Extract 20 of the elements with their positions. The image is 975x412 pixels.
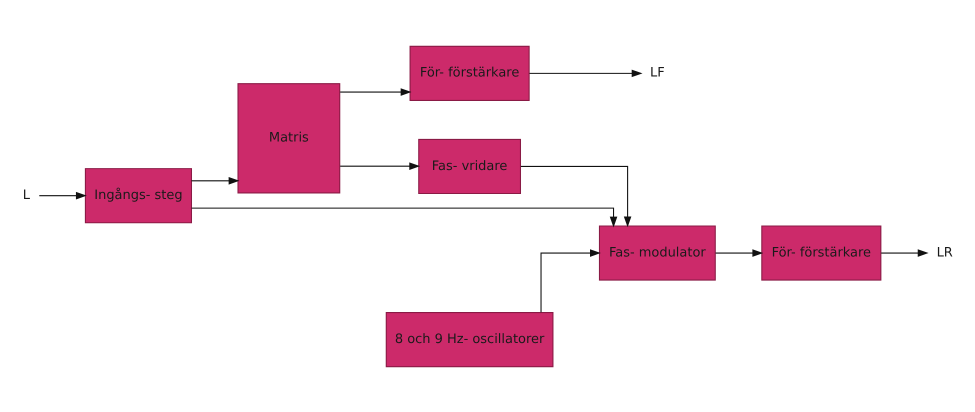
arrow [880,248,928,256]
node-box: Fas- vridare [418,138,520,194]
arrow [340,88,411,96]
node-box: För- förstärkare [760,224,881,280]
arrow [540,248,600,312]
arrow [520,165,631,227]
node-box: För- förstärkare [409,45,530,100]
arrow [529,69,642,77]
node-box: 8 och 9 Hz- oscillatorer [385,312,553,367]
arrow [715,248,763,256]
arrow [38,191,86,199]
arrow [190,176,239,184]
node-text: LF [650,65,664,80]
arrow [191,207,617,227]
node-box: Fas- modulator [598,224,716,280]
node-text: L [22,188,30,203]
node-box: Ingångs- steg [84,168,192,223]
arrow [340,162,420,170]
node-box: Matris [236,82,340,193]
node-text: LR [936,244,952,260]
